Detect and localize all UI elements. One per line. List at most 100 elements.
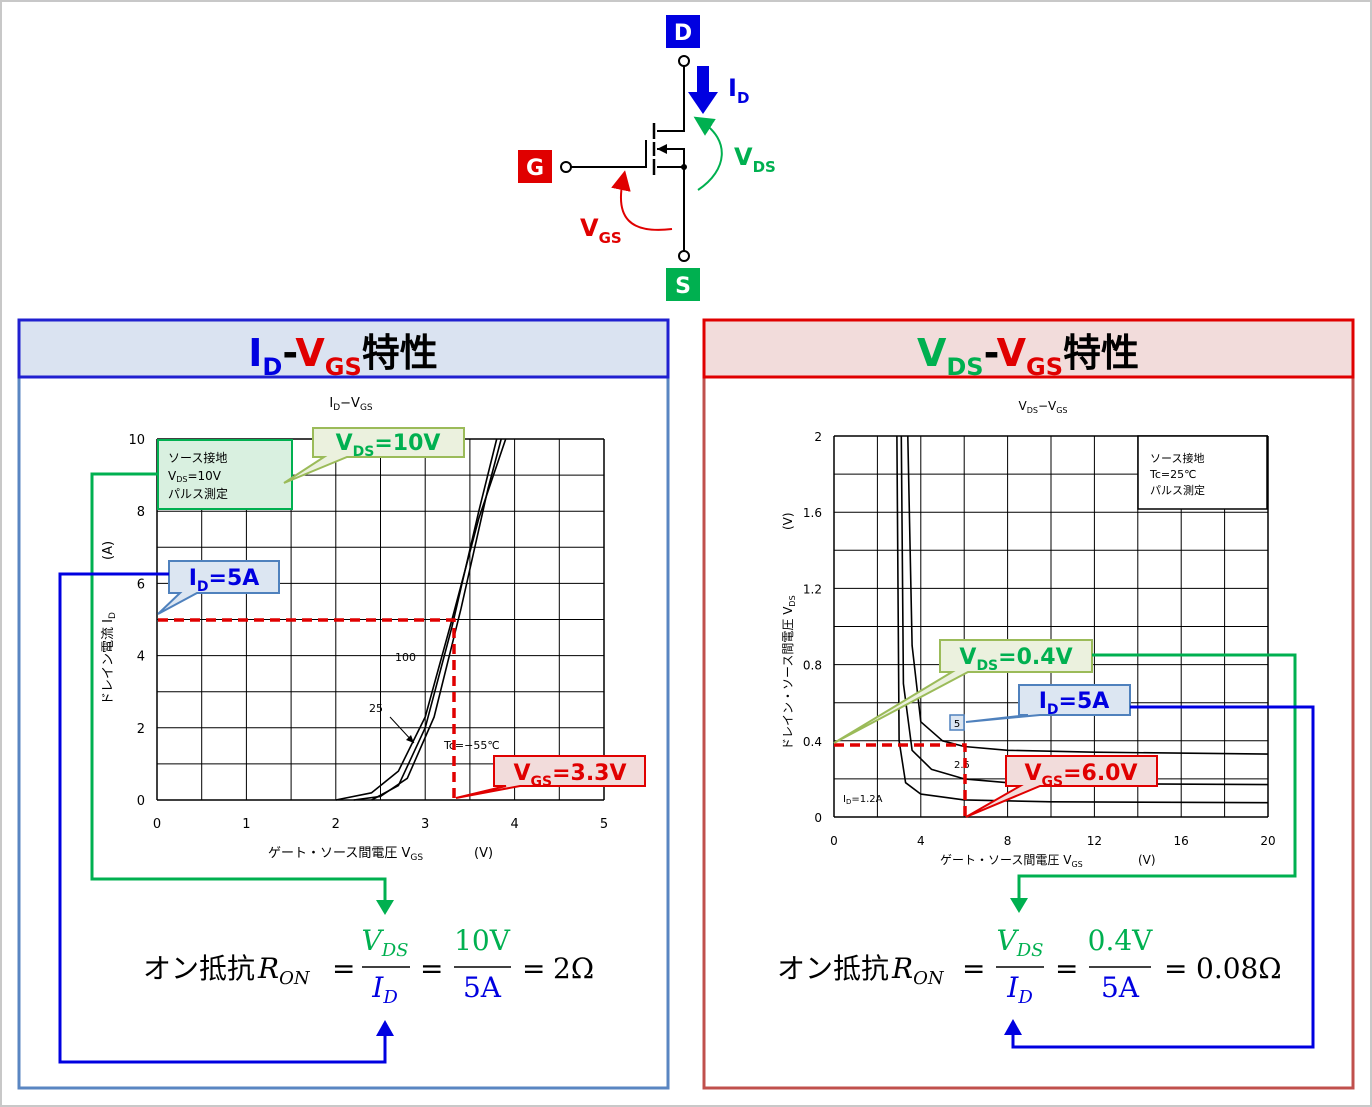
- left-panel-title: ID-VGS特性: [248, 331, 438, 381]
- right-blue-connector: [1011, 705, 1315, 1049]
- left-chart-xtick-label: 0: [153, 817, 161, 832]
- right-legend-line3: パルス測定: [1150, 483, 1205, 497]
- svg-text:VDS: VDS: [997, 924, 1044, 961]
- left-xlabel: ゲート・ソース間電圧 VGS: [268, 846, 423, 863]
- left-chart-ytick-label: 4: [137, 650, 145, 665]
- svg-text:RON: RON: [257, 952, 311, 989]
- left-legend-box: [157, 439, 293, 510]
- right-xlabel: ゲート・ソース間電圧 VGS: [940, 853, 1083, 869]
- right-chart-ytick-label: 1.2: [803, 582, 822, 596]
- right-chart-xtick-label: 0: [830, 834, 838, 848]
- right-curve-label-id: ID=1.2A: [843, 794, 883, 806]
- left-green-connector: [90, 472, 387, 902]
- right-callout-vgs: VGS=6.0V: [965, 755, 1158, 818]
- left-formula: オン抵抗 RON = VDS ID = 10V 5A = 2Ω: [143, 924, 594, 1008]
- svg-text:ID: ID: [371, 971, 398, 1008]
- terminal-d-box: [666, 15, 700, 48]
- right-legend-line1: ソース接地: [1150, 452, 1204, 465]
- left-chart-curves: [335, 438, 507, 801]
- left-curve-label-100: 100: [395, 651, 416, 664]
- mosfet-circuit: D S G ID VDS VGS: [518, 15, 776, 301]
- left-callout-vgs: VGS=3.3V: [455, 755, 646, 799]
- right-curve-label-25: 2.5: [954, 760, 970, 771]
- left-chart-ytick-label: 8: [137, 505, 145, 520]
- left-yunit: (A): [101, 541, 116, 560]
- right-chart-ytick-label: 0: [814, 811, 822, 825]
- left-chart-title: ID−VGS: [329, 396, 373, 413]
- svg-text:VDS=0.4V: VDS=0.4V: [959, 645, 1072, 674]
- right-chart-xtick-label: 16: [1174, 834, 1189, 848]
- right-callout-vds: VDS=0.4V: [833, 639, 1093, 744]
- left-legend-line1: ソース接地: [168, 450, 227, 465]
- vds-arrow: [693, 116, 723, 191]
- right-callout-id: ID=5A: [965, 684, 1131, 723]
- right-chart-title: VDS−VGS: [1018, 399, 1067, 415]
- right-chart-xtick-label: 8: [1004, 834, 1012, 848]
- id-arrow: [688, 66, 718, 114]
- right-chart-series-line-2: [896, 435, 1269, 804]
- svg-text:ID: ID: [1006, 971, 1033, 1008]
- right-dashed-guide: [834, 743, 967, 817]
- right-chart-xtick-label: 4: [917, 834, 925, 848]
- right-panel-title: VDS-VGS特性: [917, 331, 1139, 381]
- left-chart-ytick-label: 0: [137, 794, 145, 809]
- svg-text:2Ω: 2Ω: [553, 952, 594, 985]
- left-chart-xtick-label: 4: [510, 817, 518, 832]
- left-chart-series-line-2: [371, 438, 498, 801]
- svg-text:オン抵抗: オン抵抗: [777, 952, 889, 985]
- left-chart-ytick-label: 10: [128, 433, 145, 448]
- right-ylabel: ドレイン・ソース間電圧 VDS: [781, 595, 797, 750]
- svg-text:オン抵抗: オン抵抗: [143, 952, 255, 985]
- right-formula: オン抵抗 RON = VDS ID = 0.4V 5A = 0.08Ω: [777, 924, 1282, 1008]
- right-legend-box: [1137, 435, 1268, 510]
- vgs-arrow: [611, 170, 673, 231]
- svg-text:=: =: [962, 952, 985, 985]
- terminal-s-label: S: [675, 274, 691, 299]
- svg-text:=: =: [1164, 952, 1187, 985]
- right-chart-xtick-label: 12: [1087, 834, 1102, 848]
- terminal-g-label: G: [526, 156, 544, 181]
- left-xunit: (V): [474, 846, 493, 861]
- left-curve-label-tc: Tc=−55℃: [443, 739, 500, 752]
- drain-pin: [678, 55, 690, 67]
- left-chart-ytick-label: 2: [137, 722, 145, 737]
- left-chart-xtick-label: 2: [332, 817, 340, 832]
- svg-text:VGS=6.0V: VGS=6.0V: [1024, 761, 1137, 790]
- terminal-d-label: D: [674, 21, 692, 46]
- svg-text:5A: 5A: [1101, 971, 1140, 1004]
- svg-text:0.08Ω: 0.08Ω: [1196, 952, 1282, 985]
- right-chart-ytick-label: 0.4: [803, 735, 822, 749]
- left-curve-label-25: 25: [369, 702, 383, 715]
- svg-text:10V: 10V: [454, 924, 511, 957]
- left-chart-series-line-1: [353, 438, 502, 801]
- terminal-s-box: [666, 268, 700, 301]
- right-panel-header: [702, 318, 1355, 379]
- svg-text:=: =: [522, 952, 545, 985]
- left-callout-vds: VDS=10V: [283, 427, 465, 484]
- left-dashed-guide: [158, 618, 456, 798]
- vds-label: VDS: [734, 143, 776, 176]
- right-curve-label-5-box: [949, 714, 965, 731]
- svg-text:=: =: [332, 952, 355, 985]
- svg-text:=: =: [420, 952, 443, 985]
- right-chart-xtick-label: 20: [1260, 834, 1275, 848]
- right-green-connector: [1017, 653, 1297, 900]
- left-chart-xtick-label: 3: [421, 817, 429, 832]
- right-yunit: (V): [781, 512, 795, 530]
- svg-text:VGS=3.3V: VGS=3.3V: [513, 761, 626, 790]
- left-blue-connector: [58, 572, 387, 1064]
- svg-text:RON: RON: [891, 952, 945, 989]
- gate-pin: [560, 161, 572, 173]
- right-chart-ytick-label: 0.8: [803, 659, 822, 673]
- right-chart-ytick-label: 2: [814, 430, 822, 444]
- left-chart-ytick-label: 6: [137, 577, 145, 592]
- left-ylabel: ドレイン電流 ID: [101, 612, 118, 705]
- left-legend-line3: パルス測定: [168, 486, 228, 501]
- right-curve-label-5: 5: [954, 719, 960, 730]
- source-pin: [678, 250, 690, 262]
- right-xunit: (V): [1138, 853, 1156, 867]
- svg-text:VDS: VDS: [362, 924, 409, 961]
